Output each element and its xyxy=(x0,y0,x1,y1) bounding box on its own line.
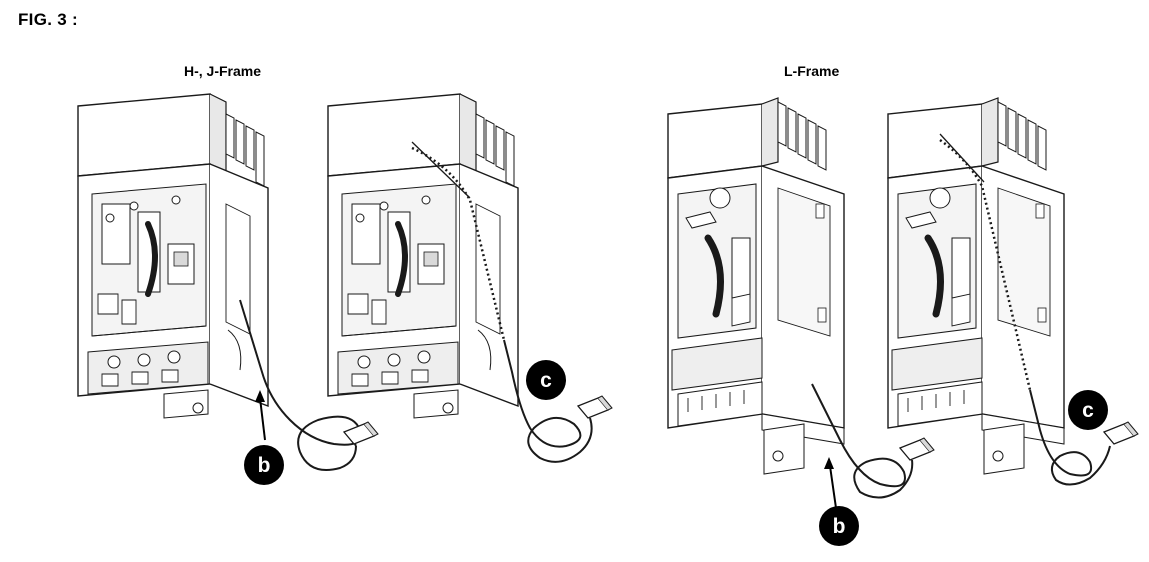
callout-c-l-frame: c xyxy=(1068,390,1108,430)
group-label-hj-frame: H-, J-Frame xyxy=(184,63,262,79)
hj-frame-breaker-b xyxy=(78,94,379,471)
callout-b-hj-frame: b xyxy=(244,445,284,485)
hj-frame-breaker-c xyxy=(328,94,613,463)
callout-b-l-frame: b xyxy=(819,506,859,546)
group-label-l-frame: L-Frame xyxy=(784,63,840,79)
figure-title: FIG. 3 : xyxy=(18,10,79,29)
callout-c-hj-label: c xyxy=(540,369,552,392)
callout-c-hj-frame: c xyxy=(526,360,566,400)
callout-b-hj-label: b xyxy=(258,454,271,477)
l-frame-breaker-b xyxy=(668,98,935,509)
callout-c-l-label: c xyxy=(1082,399,1094,422)
l-frame-breaker-c xyxy=(888,98,1139,486)
callout-b-l-label: b xyxy=(833,515,846,538)
